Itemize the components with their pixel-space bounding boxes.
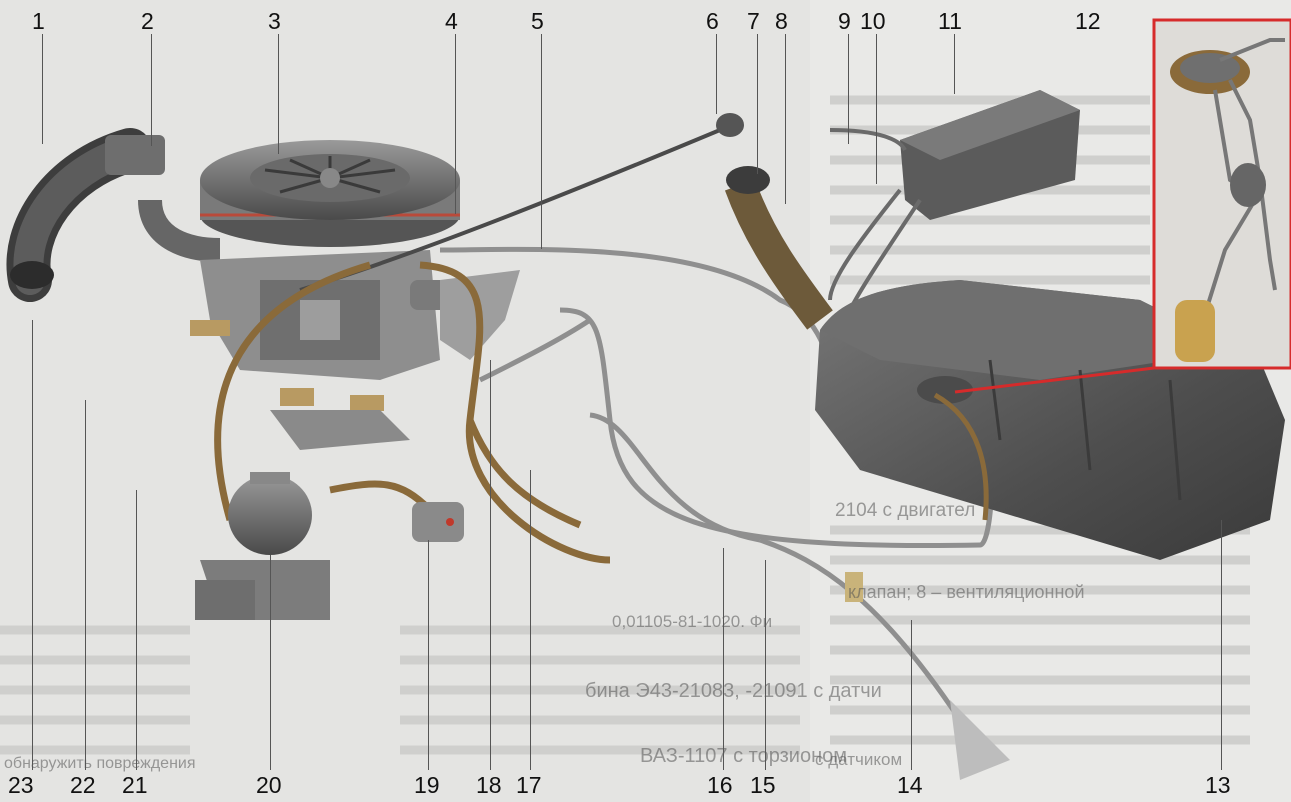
callout-23: 23: [8, 772, 34, 798]
leader-9: [848, 34, 849, 144]
callout-2: 2: [141, 8, 154, 34]
callout-10: 10: [860, 8, 886, 34]
page-text-fragment: 0,01105-81-1020. Фи: [612, 612, 773, 631]
leader-10: [876, 34, 877, 184]
leader-5: [541, 34, 542, 249]
callout-13: 13: [1205, 772, 1231, 798]
leader-4: [455, 34, 456, 214]
callout-4: 4: [445, 8, 458, 34]
leader-16: [723, 548, 724, 770]
callout-6: 6: [706, 8, 719, 34]
leader-7: [757, 34, 758, 174]
leader-3: [278, 34, 279, 154]
leader-19: [428, 540, 429, 770]
leader-11: [954, 34, 955, 94]
callout-15: 15: [750, 772, 776, 798]
leader-20: [270, 555, 271, 770]
leader-2: [151, 34, 152, 146]
callout-17: 17: [516, 772, 542, 798]
callout-7: 7: [747, 8, 760, 34]
page-text-fragment: клапан; 8 – вентиляционной: [848, 582, 1085, 602]
leader-6: [716, 34, 717, 114]
leader-8: [785, 34, 786, 204]
leader-1: [42, 34, 43, 144]
leader-18: [490, 360, 491, 770]
leader-22: [85, 400, 86, 770]
page-text-fragment: обнаружить повреждения: [4, 755, 196, 772]
leader-17: [530, 470, 531, 770]
callout-20: 20: [256, 772, 282, 798]
callout-9: 9: [838, 8, 851, 34]
leader-23: [32, 320, 33, 770]
leader-14: [911, 620, 912, 770]
callout-3: 3: [268, 8, 281, 34]
page-text-fragment: 2104 с двигател: [835, 500, 976, 521]
page-text-fragment: ВАЗ-1107 с торзионом: [640, 745, 847, 767]
page-text-fragment: с датчиком: [815, 750, 903, 769]
callout-16: 16: [707, 772, 733, 798]
callout-19: 19: [414, 772, 440, 798]
callout-11: 11: [938, 8, 962, 34]
callout-5: 5: [531, 8, 544, 34]
callout-1: 1: [32, 8, 45, 34]
leader-13: [1221, 520, 1222, 770]
leader-15: [765, 560, 766, 770]
callout-14: 14: [897, 772, 923, 798]
leader-21: [136, 490, 137, 770]
callout-21: 21: [122, 772, 148, 798]
callout-12: 12: [1075, 8, 1101, 34]
callout-22: 22: [70, 772, 96, 798]
page-text-fragment: бина Э43-21083, -21091 с датчи: [585, 680, 882, 702]
callout-18: 18: [476, 772, 502, 798]
callout-8: 8: [775, 8, 788, 34]
